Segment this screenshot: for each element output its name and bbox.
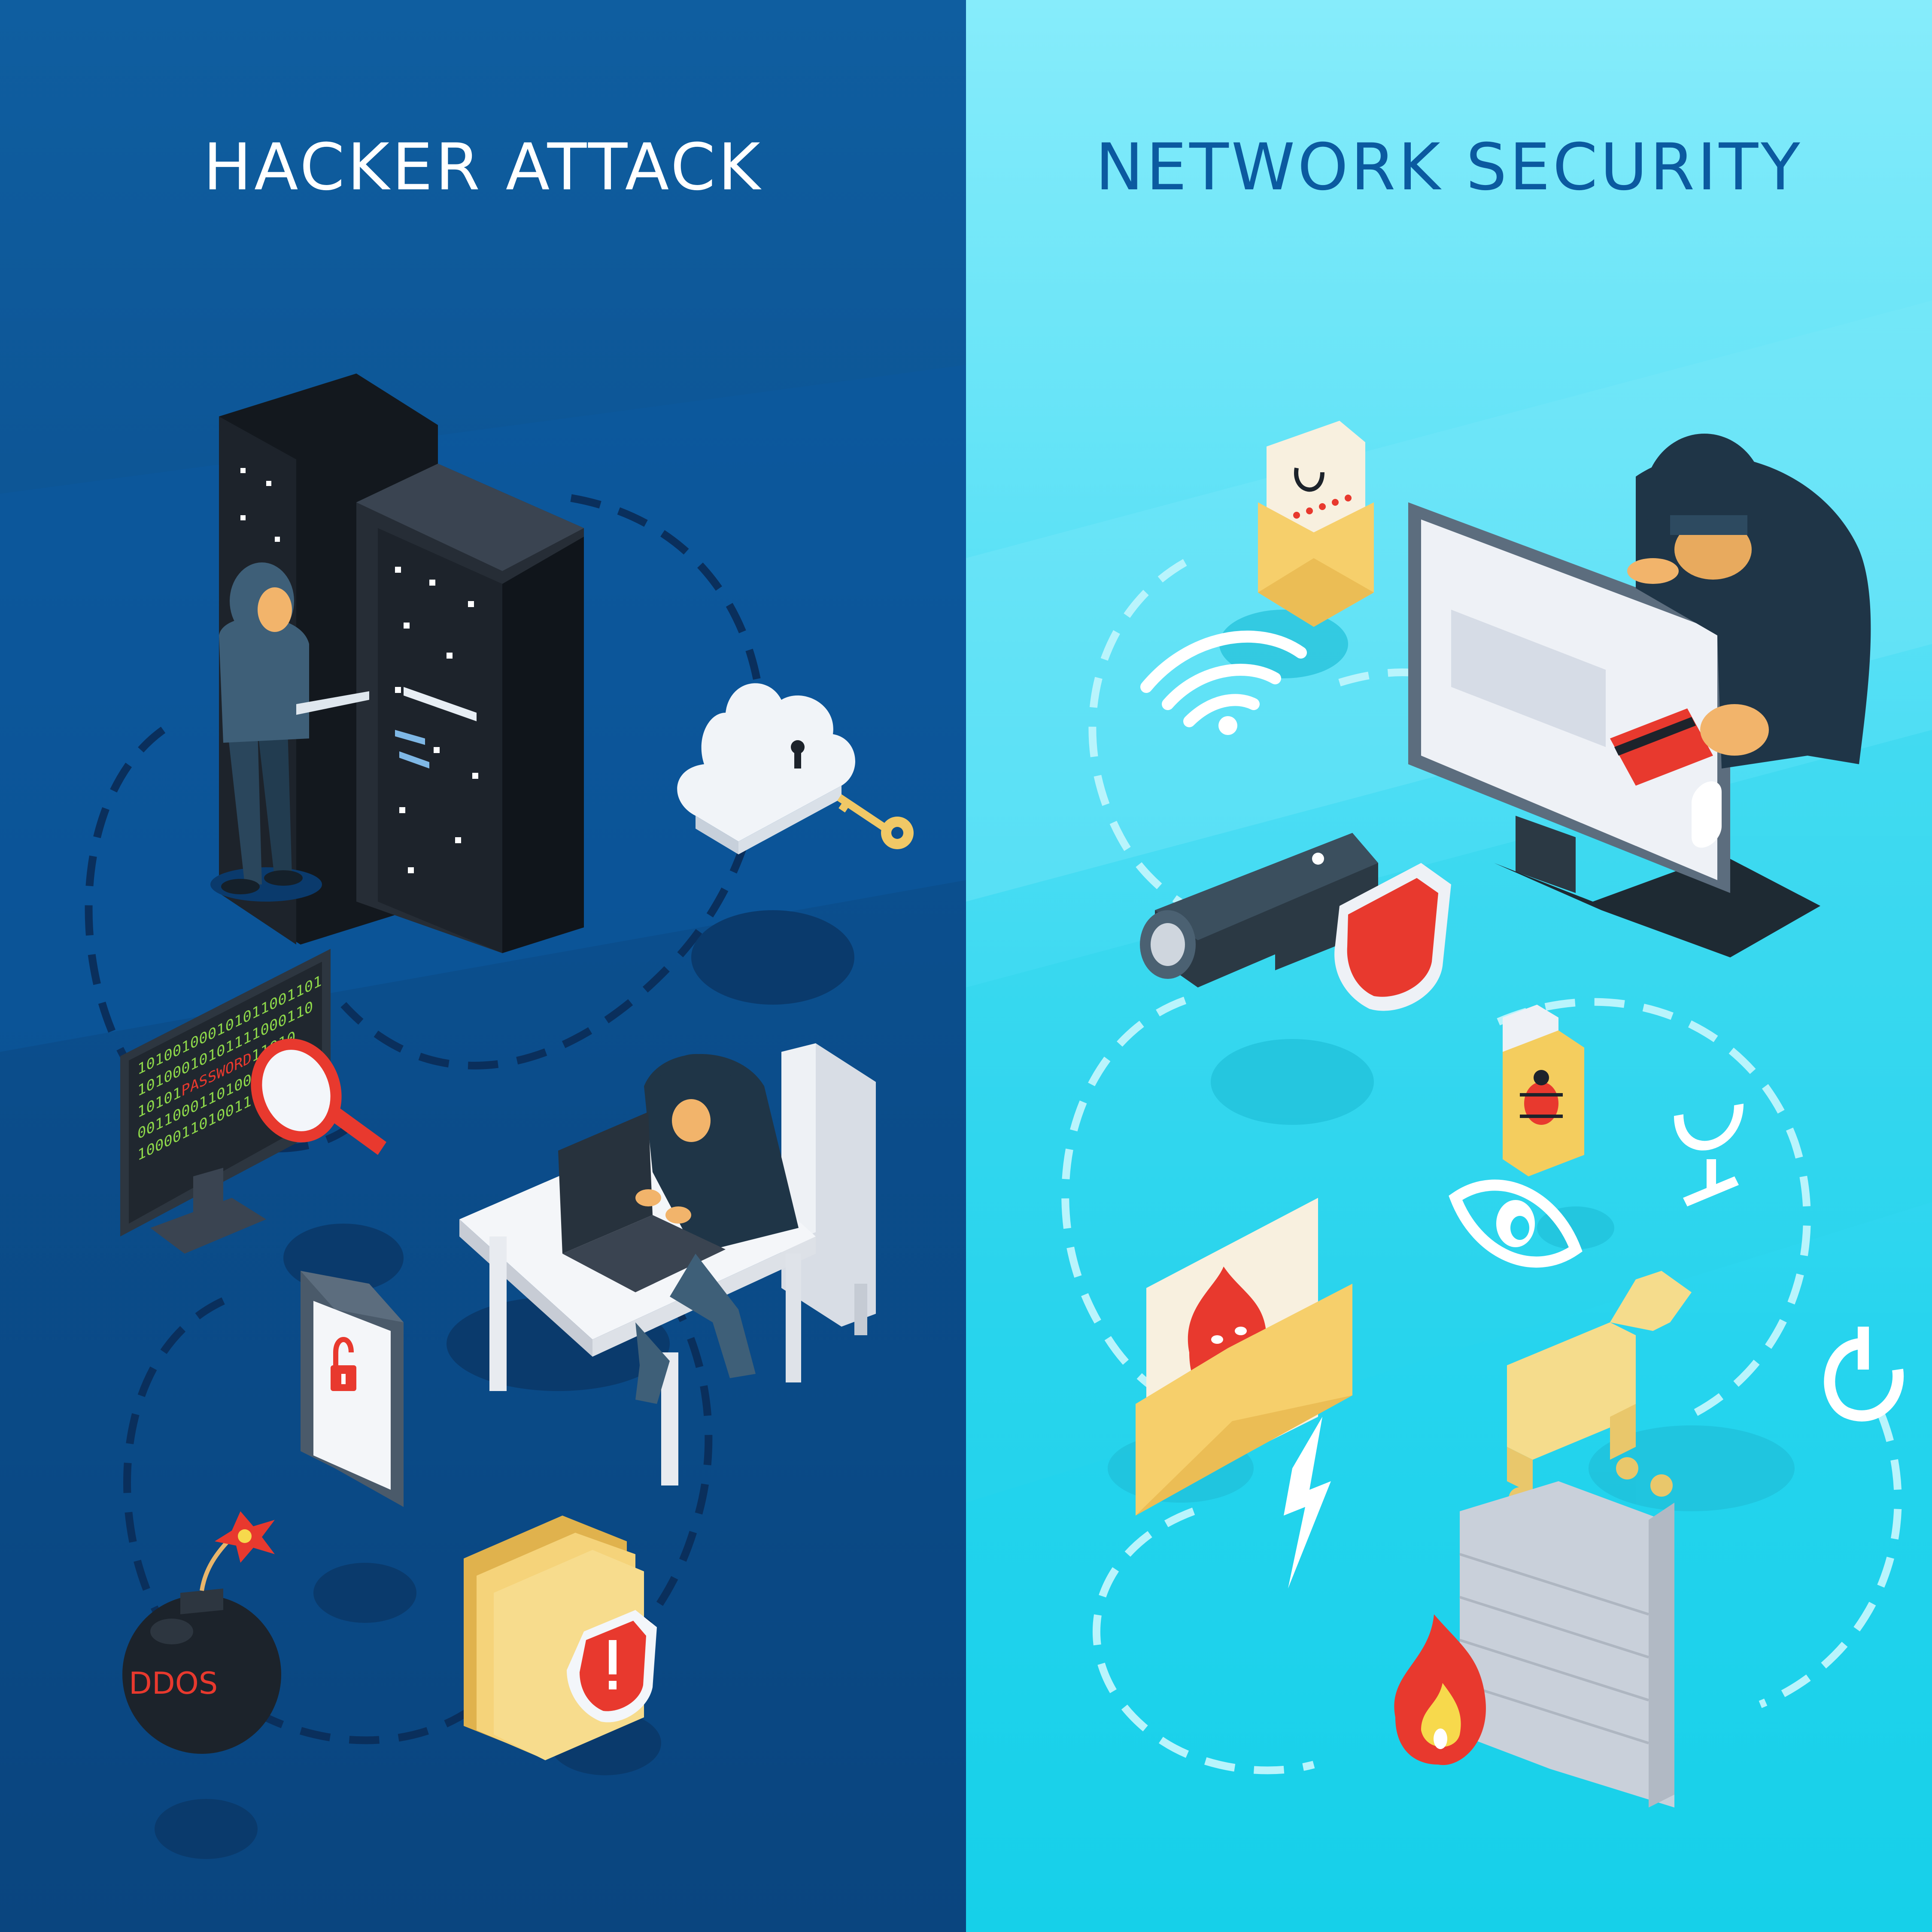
power-icon [1824,1327,1904,1422]
page-title: HACKER ATTACK [203,130,763,205]
hacker-attack-illustration: 101001000101011001101 101000101011110001… [0,365,966,1859]
hacker-at-laptop-icon [459,1043,876,1485]
cctv-camera-icon [1140,833,1378,987]
eye-icon [1449,1179,1583,1268]
key-icon [837,794,914,849]
ddos-label: DDOS [129,1666,218,1701]
network-security-illustration [966,301,1932,1807]
shield-icon [1334,863,1451,1011]
code-monitor-icon: 101001000101011001101 101000101011110001… [120,949,331,1254]
hand [1627,558,1679,584]
hand [1700,704,1769,756]
smartphone-lock-icon [301,1271,404,1507]
cloud-lock-icon [677,683,856,854]
ddos-bomb-icon: DDOS [122,1511,281,1754]
hacker-attack-banner: 101001000101011001101 101000101011110001… [0,0,966,1932]
trojan-horse-icon [1507,1271,1692,1527]
microphone-icon [1674,781,1744,1206]
phishing-letter-icon [1258,421,1374,627]
wifi-icon [1140,630,1307,727]
usb-virus-icon [1503,1005,1584,1176]
lightning-icon [1284,1417,1331,1589]
magnifier-icon [251,1039,386,1155]
wifi-dot [1218,716,1237,735]
folders-warning-icon [464,1516,657,1760]
hacker-figure-icon [210,562,369,902]
page-title: NETWORK SECURITY [1095,130,1803,205]
monitor-thief-icon [1408,434,1871,957]
firewall-icon [1394,1481,1674,1807]
network-security-banner: NETWORK SECURITY [966,0,1932,1932]
malware-letter-icon [1136,1198,1352,1516]
